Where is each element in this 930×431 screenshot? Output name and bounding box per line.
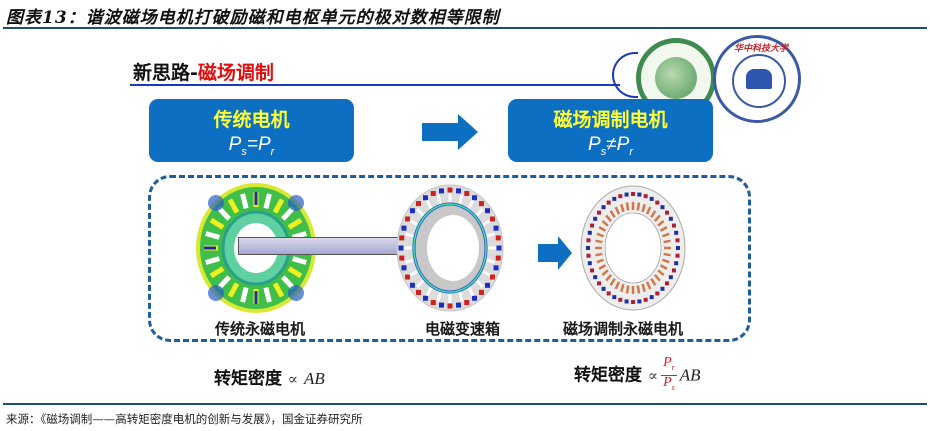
box-label: 传统电机: [213, 109, 290, 131]
proportional-symbol: ∝: [647, 366, 659, 385]
box-formula: Ps≠Pr: [588, 134, 633, 158]
proportional-symbol: ∝: [287, 370, 299, 388]
right-arrow-icon: [422, 114, 478, 150]
figure-title: 图表13：谐波磁场电机打破励磁和电枢单元的极对数相等限制: [6, 8, 500, 28]
motor-comparison-frame: [148, 175, 751, 342]
heading-red-text: 磁场调制: [197, 62, 274, 84]
traditional-motor-box: 传统电机 Ps=Pr: [149, 99, 354, 162]
torque-expression: AB: [304, 369, 325, 388]
box-label: 磁场调制电机: [553, 109, 668, 131]
logo-inner-ring: [732, 54, 786, 108]
box-formula: Ps=Pr: [228, 134, 275, 158]
heading-arc-decoration: [612, 52, 638, 98]
torque-label: 转矩密度: [574, 365, 642, 386]
motor-label-traditional: 传统永磁电机: [215, 320, 306, 338]
logo-text: 华中科技大学: [734, 44, 789, 54]
field-modulated-motor-box: 磁场调制电机 Ps≠Pr: [508, 99, 713, 162]
torque-expression: AB: [679, 365, 701, 385]
logo-emblem-icon: [746, 69, 772, 89]
magnetic-gearbox-image: [396, 184, 504, 312]
top-divider: [3, 27, 927, 29]
heading-underline: [130, 84, 620, 86]
motor-label-gearbox: 电磁变速箱: [425, 320, 501, 338]
slide-heading: 新思路-磁场调制: [133, 58, 274, 85]
heading-black-text: 新思路-: [133, 62, 198, 84]
university-logo-hust: 华中科技大学: [713, 35, 801, 123]
bottom-divider: [3, 403, 927, 405]
torque-label: 转矩密度: [214, 369, 282, 389]
globe-icon: [655, 57, 697, 99]
figure-source: 来源：《磁场调制——高转矩密度电机的创新与发展》，国金证券研究所: [6, 412, 363, 426]
motor-label-field-modulated: 磁场调制永磁电机: [563, 320, 684, 338]
field-modulated-pm-motor-image: [580, 185, 686, 311]
torque-density-traditional: 转矩密度 ∝ AB: [214, 364, 325, 389]
small-right-arrow-icon: [538, 236, 572, 270]
